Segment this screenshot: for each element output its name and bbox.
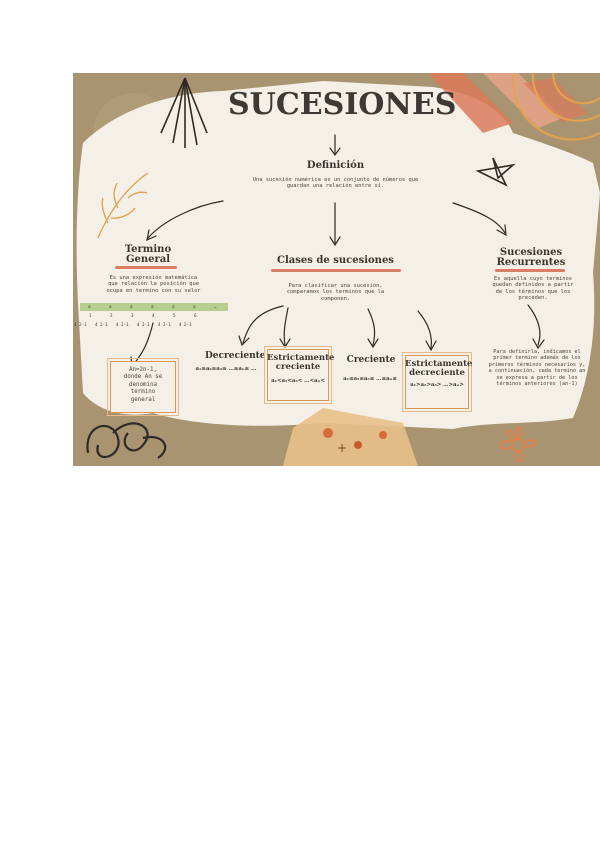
table-value-cell: 4 <box>152 313 155 318</box>
recurrentes-desc-5: se expresa a partir de los <box>496 374 578 381</box>
termino-general-line-3: ocupa en termino con su valor <box>106 287 201 294</box>
termino-general-line-2: que relación la posición que <box>108 281 199 288</box>
recurrentes-desc-6: términos anteriores (an-1) <box>496 381 578 388</box>
clases-underline <box>271 269 401 272</box>
table-head-cell: a <box>193 304 196 309</box>
flower-decoration <box>499 426 537 463</box>
definicion-text: Una sucesión numérica es un conjunto de … <box>223 177 448 190</box>
recurrentes-heading: Sucesiones Recurrentes <box>491 248 571 268</box>
clases-line-2: comparamos los terminos que la <box>286 289 385 296</box>
leaf-decoration <box>97 172 149 239</box>
termino-general-text: Es una expresión matemática que relación… <box>81 275 226 294</box>
clases-heading: Clases de sucesiones <box>277 255 394 266</box>
estrictamente-decreciente-formula: a₁>a₂>a₃> …>aₙ> <box>410 382 464 388</box>
termino-general-heading: Termino General <box>113 245 183 265</box>
table-diff-cell: 4 2-1 <box>116 322 129 327</box>
est-creciente-line-2: creciente <box>275 362 321 372</box>
page-title: SUCESIONES <box>228 87 457 122</box>
table-head-cell: a <box>109 304 112 309</box>
estrictamente-creciente-box <box>264 346 332 404</box>
recurrentes-text: Es aquella cuyo terminos quedan definido… <box>478 276 588 302</box>
estrictamente-decreciente-box <box>402 352 472 412</box>
table-head-cell: a <box>88 304 91 309</box>
recurrentes-desc-2: primer termino además de los <box>493 355 581 362</box>
est-decreciente-line-1: Estrictamente <box>405 359 473 369</box>
recurrentes-description: Para definirla, indicamos el primer term… <box>478 349 596 387</box>
recurrentes-desc-4: a continuación, cada termino an <box>488 368 586 375</box>
decreciente-heading: Decreciente <box>205 351 266 361</box>
table-diff-cell: 4 2-1 <box>158 322 171 327</box>
termino-general-line-1: Es una expresión matemática <box>109 275 198 281</box>
termino-general-heading-line-2: General <box>125 254 171 265</box>
recurrentes-line-2: quedan definidos a partir <box>492 282 574 289</box>
creciente-formula: a₁≤a₂≤a₃≤ …≤aₙ≤ <box>343 376 397 382</box>
table-head-cell: a <box>130 304 133 309</box>
table-head-cell: … <box>214 304 217 309</box>
table-value-cell: 3 <box>131 313 134 318</box>
table-value-cell: 2 <box>110 313 113 318</box>
table-value-cell: 6 <box>194 313 197 318</box>
sun-arcs-decoration <box>511 73 600 141</box>
table-head-cell: a <box>172 304 175 309</box>
est-creciente-line-1: Estrictamente <box>267 353 335 363</box>
star-icon <box>475 157 516 187</box>
recurrentes-line-3: de los términos que los <box>495 288 571 295</box>
example-line-5: general <box>130 396 156 403</box>
termino-general-underline <box>115 266 177 269</box>
recurrentes-heading-line-2: Recurrentes <box>496 257 566 268</box>
sequence-table-header <box>80 303 228 311</box>
recurrentes-line-4: preceden. <box>518 295 548 302</box>
table-diff-cell: 4 2-1 <box>74 322 87 327</box>
poster: SUCESIONES Definición Una sucesión numér… <box>73 73 600 466</box>
stripe-decoration <box>428 73 588 133</box>
clases-line-1: Para clasificar una sucesión, <box>288 283 383 289</box>
sticks-decoration <box>160 77 208 148</box>
table-value-cell: 1 <box>89 313 92 318</box>
est-decreciente-line-2: decreciente <box>409 368 465 378</box>
table-diff-cell: 4 2-1 <box>95 322 108 327</box>
table-value-cell: 5 <box>173 313 176 318</box>
scribble-decoration <box>86 422 167 459</box>
example-line-1: An=2n-1, <box>129 367 157 373</box>
flow-arrows <box>130 134 545 367</box>
definicion-heading: Definición <box>306 160 365 171</box>
estrictamente-creciente-formula: a₁<a₂<a₃< …<aₙ< <box>271 378 325 384</box>
example-line-4: termino <box>130 389 156 396</box>
creciente-heading: Creciente <box>346 355 396 365</box>
estrictamente-decreciente-heading: Estrictamente decreciente <box>405 359 473 378</box>
termino-general-example-box <box>107 358 179 416</box>
recurrentes-underline <box>495 269 565 272</box>
table-diff-cell: 4 2-1 <box>137 322 150 327</box>
estrictamente-creciente-heading: Estrictamente creciente <box>267 353 335 372</box>
recurrentes-line-1: Es aquella cuyo terminos <box>494 276 572 282</box>
clases-line-3: componen. <box>320 295 351 302</box>
recurrentes-desc-3: primeros términos necesarios y, <box>488 361 586 368</box>
clases-text: Para clasificar una sucesión, comparamos… <box>268 283 403 302</box>
recurrentes-heading-line-1: Sucesiones <box>499 247 563 258</box>
floral-tape-decoration <box>283 408 418 466</box>
termino-general-heading-line-1: Termino <box>124 244 172 255</box>
definicion-line-1: Una sucesión numérica es un conjunto de … <box>252 177 419 183</box>
example-line-3: denomina <box>129 381 157 388</box>
decreciente-formula: a₁≥a₂≥a₃≥ …≥aₙ≥ … <box>195 366 257 372</box>
recurrentes-desc-1: Para definirla, indicamos el <box>493 349 581 355</box>
example-line-2: donde An se <box>123 374 163 381</box>
table-head-cell: a <box>151 304 154 309</box>
definicion-line-2: guardan una relación entre sí. <box>286 183 385 190</box>
termino-general-example: An=2n-1, donde An se denomina termino ge… <box>110 367 176 404</box>
table-diff-cell: 4 2-1 <box>179 322 192 327</box>
